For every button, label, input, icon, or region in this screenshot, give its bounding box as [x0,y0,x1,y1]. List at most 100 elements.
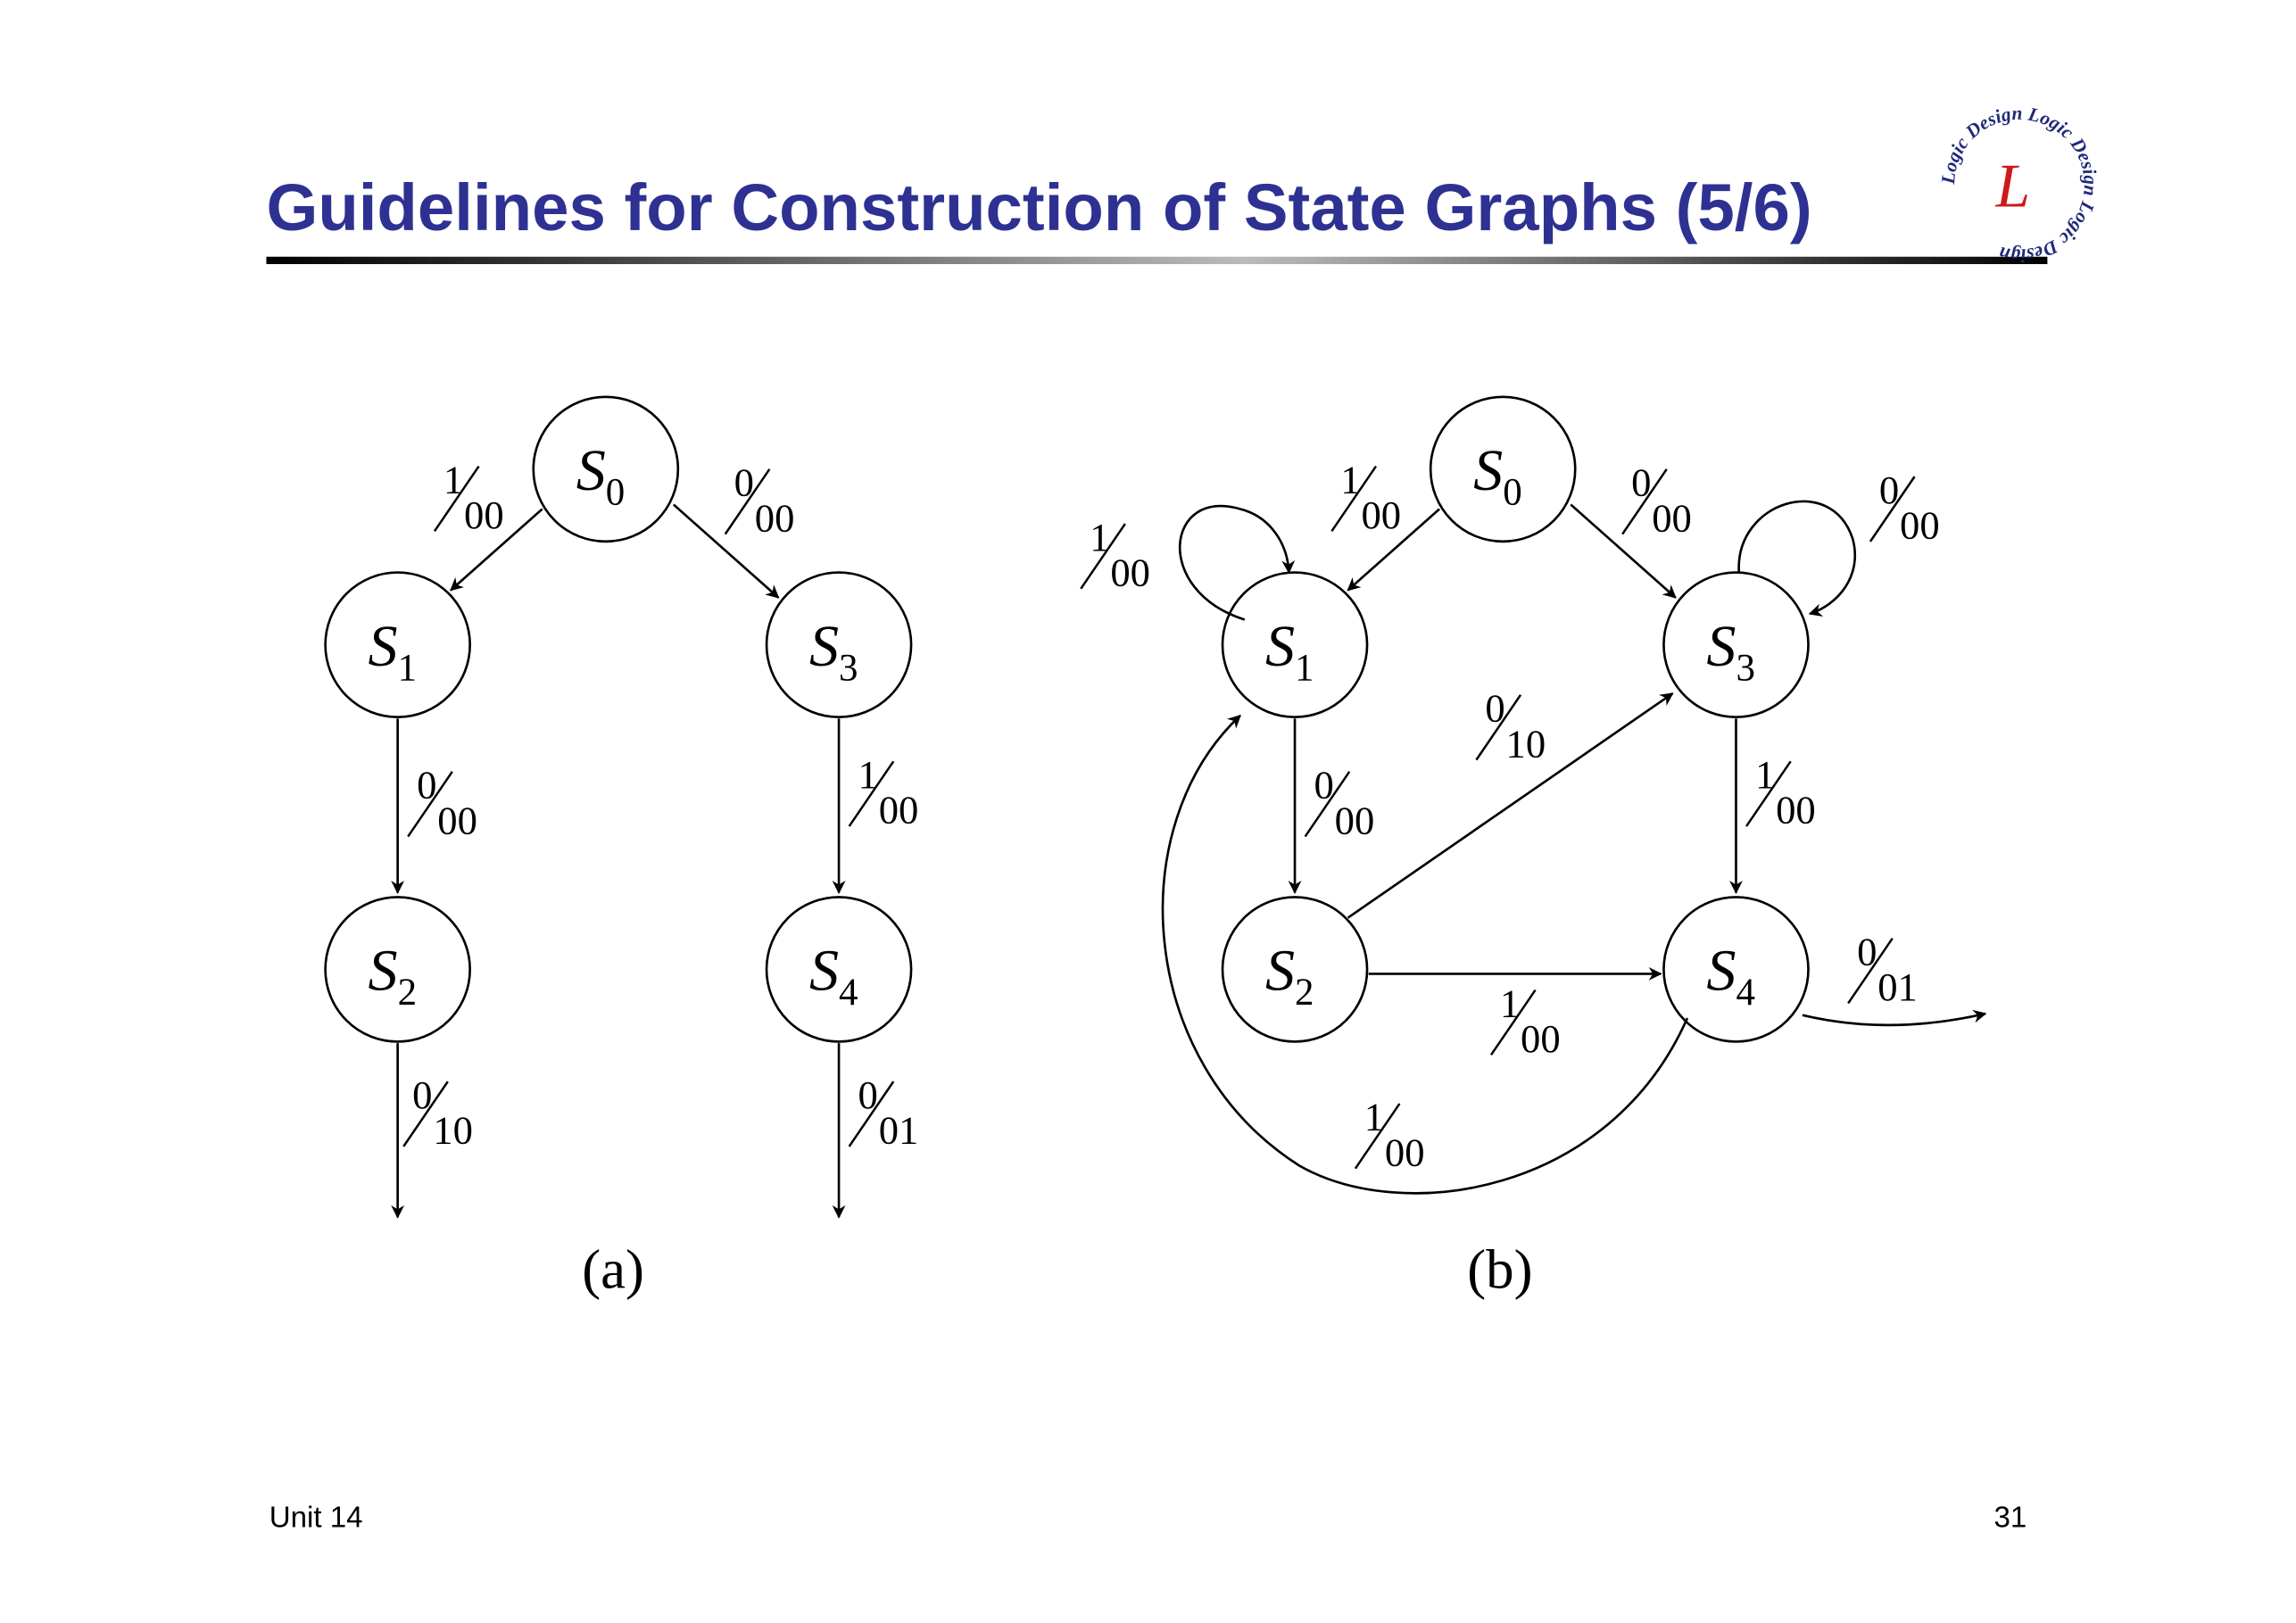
output-value: 00 [1900,503,1940,548]
transition-s1-s1: 100 [1080,504,1296,621]
transition-s1-s2: 000 [391,718,477,894]
output-value: 01 [1877,965,1918,1009]
output-value: 00 [1361,493,1401,537]
logo: Logic Design Logic Design Logic Design L [1937,103,2101,267]
input-value: 0 [1485,686,1504,731]
transition-label: 000 [1304,763,1374,842]
logo-letter: L [1995,153,2031,221]
transition-label: 100 [1745,752,1816,832]
transition-s0-s3: 000 [1570,460,1692,599]
transition-label: 000 [724,460,795,540]
transition-label: 100 [1330,457,1401,537]
fraction-slash [848,760,895,827]
transition-arrow [1802,1009,1987,1027]
caption-b: (b) [1467,1238,1532,1301]
transition-arrow [450,508,543,592]
output-value: 00 [1652,495,1692,540]
state-circle [324,896,471,1043]
fraction-slash [407,771,453,838]
input-value: 1 [1500,981,1520,1025]
state-label: S1 [1265,614,1314,690]
transition-label: 000 [407,763,477,842]
state-s3: S3 [765,571,913,718]
fraction-slash [1475,694,1522,761]
transition-s0-s1: 100 [433,457,543,592]
state-s1: S1 [1221,571,1369,718]
transition-arrow [1178,504,1296,621]
fraction-slash [1080,523,1126,590]
transition-arrow [1347,692,1674,919]
state-s4: S4 [1662,896,1810,1043]
fraction-slash [1847,938,1894,1005]
state-label: S2 [369,939,418,1014]
state-circle [532,395,680,543]
output-value: 00 [1110,550,1150,594]
transition-s4-out: 001 [1802,929,1987,1027]
output-value: 00 [755,495,795,540]
state-circle [765,571,913,718]
page-number: 31 [1993,1502,2027,1535]
input-value: 1 [443,457,463,501]
input-value: 0 [1857,929,1877,973]
transition-arrow [672,503,780,599]
state-s2: S2 [324,896,471,1043]
input-value: 1 [1090,515,1109,559]
state-label: S2 [1265,939,1314,1014]
fraction-slash [848,1081,895,1147]
transition-label: 000 [1621,460,1692,540]
input-value: 1 [1755,752,1775,797]
state-s4: S4 [765,896,913,1043]
input-value: 0 [1314,763,1334,807]
transition-s2-s3: 010 [1347,686,1674,919]
transition-s3-s4: 100 [832,718,918,894]
output-value: 00 [1521,1016,1561,1061]
state-circle [765,896,913,1043]
output-value: 00 [1776,788,1816,832]
transition-label: 001 [848,1072,918,1153]
state-label: S1 [369,614,418,690]
output-value: 00 [464,493,504,537]
input-value: 0 [1631,460,1651,505]
fraction-slash [1489,989,1537,1056]
state-s0: S0 [1429,395,1577,543]
state-circle [1221,896,1369,1043]
transition-s0-s1: 100 [1330,457,1440,592]
fraction-slash [724,468,771,535]
input-value: 0 [1879,468,1899,512]
transition-label: 100 [1080,515,1150,594]
state-label: S4 [809,939,858,1014]
output-value: 00 [1385,1130,1425,1174]
transition-label: 010 [402,1072,473,1153]
footer-unit: Unit 14 [269,1502,363,1535]
state-s2: S2 [1221,896,1369,1043]
caption-a: (a) [582,1238,644,1301]
input-value: 1 [858,752,878,797]
fraction-slash [1304,771,1351,838]
transition-label: 100 [1354,1095,1425,1174]
transition-s3-s3: 000 [1737,468,1940,617]
transition-s0-s3: 000 [672,460,795,599]
transition-label: 010 [1475,686,1546,766]
fraction-slash [1869,476,1916,542]
state-circle [324,571,471,718]
input-value: 0 [734,460,754,505]
fraction-slash [1354,1103,1401,1170]
state-s0: S0 [532,395,680,543]
transition-label: 001 [1847,929,1918,1009]
fraction-slash [1745,760,1792,827]
state-circle [1662,571,1810,718]
transition-s2-out: 010 [391,1043,473,1219]
slide-title: Guidelines for Construction of State Gra… [266,170,1811,244]
transition-label: 100 [433,457,504,537]
output-value: 10 [433,1108,473,1153]
state-circle [1662,896,1810,1043]
title-underline [266,256,2048,265]
state-label: S3 [809,614,858,690]
transition-arrow [1737,500,1857,617]
fraction-slash [1330,465,1378,533]
transition-s2-s4: 100 [1368,966,1662,1061]
input-value: 0 [417,763,436,807]
